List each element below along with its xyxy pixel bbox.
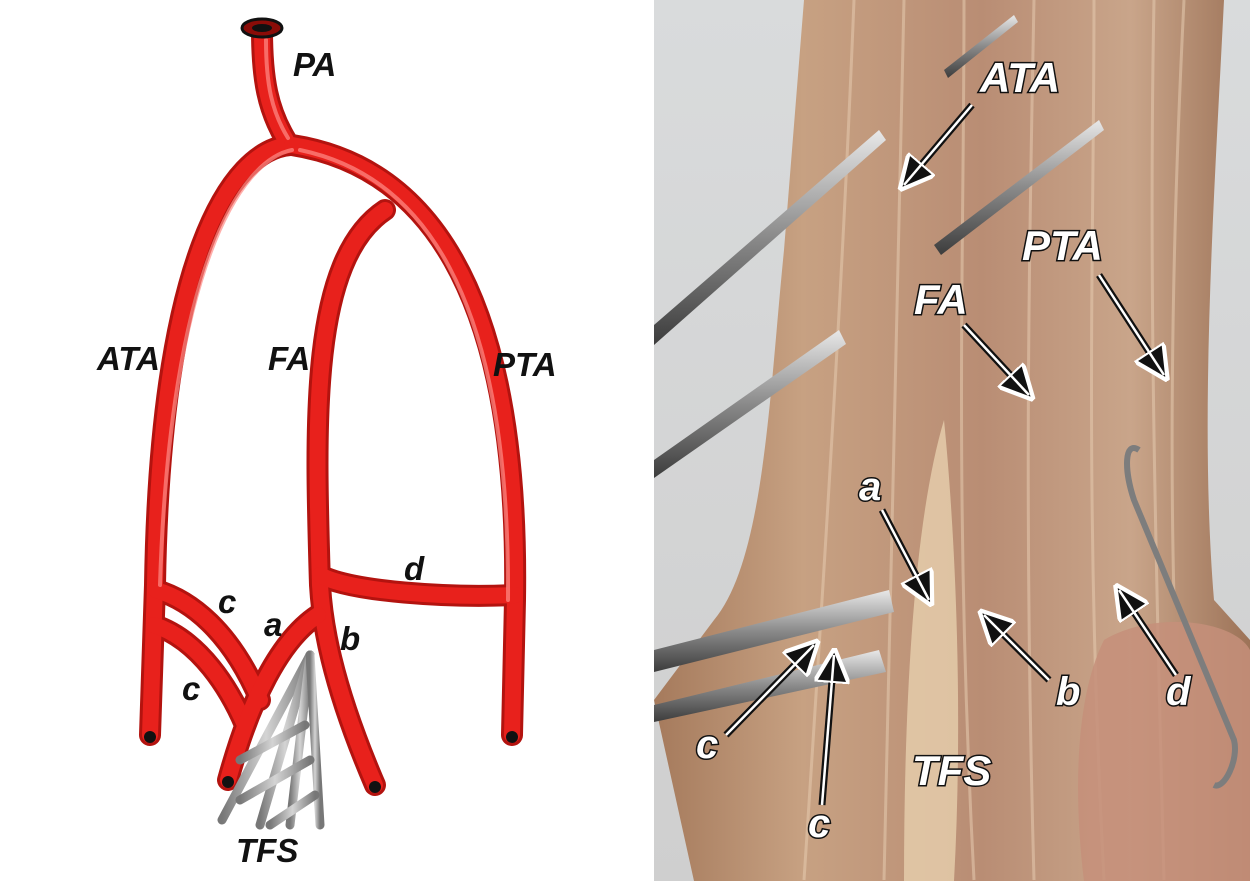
tendon xyxy=(904,420,959,881)
artery-tree xyxy=(139,19,527,796)
dissection-photo: ATA PTA FA a b d c c TFS xyxy=(654,0,1250,881)
photo-label-tfs: TFS xyxy=(912,747,991,794)
photo-label-d: d xyxy=(1166,670,1192,714)
label-tfs: TFS xyxy=(236,832,298,869)
photo-svg: ATA PTA FA a b d c c TFS xyxy=(654,0,1250,881)
photo-label-c-center: c xyxy=(808,802,830,846)
label-d: d xyxy=(404,550,425,587)
label-b: b xyxy=(340,620,360,657)
photo-label-b: b xyxy=(1056,670,1080,714)
label-c-lower: c xyxy=(182,670,200,707)
photo-label-c-left: c xyxy=(696,723,718,767)
label-a: a xyxy=(264,606,282,643)
schematic-diagram: PA ATA FA PTA d c a b c TFS xyxy=(96,17,557,869)
photo-label-pta: PTA xyxy=(1022,222,1103,269)
instruments xyxy=(654,15,1238,789)
muscle-stump xyxy=(1078,621,1250,881)
photo-label-ata: ATA xyxy=(979,54,1060,101)
schematic-svg: PA ATA FA PTA d c a b c TFS xyxy=(96,17,557,869)
label-pta: PTA xyxy=(493,346,557,383)
vessel-openings xyxy=(144,17,518,793)
label-fa: FA xyxy=(268,340,310,377)
label-c-upper: c xyxy=(218,583,236,620)
label-pa: PA xyxy=(293,46,336,83)
photo-label-a: a xyxy=(859,465,881,509)
label-ata: ATA xyxy=(96,340,160,377)
stent-graphic xyxy=(217,650,330,833)
photo-label-fa: FA xyxy=(914,276,968,323)
